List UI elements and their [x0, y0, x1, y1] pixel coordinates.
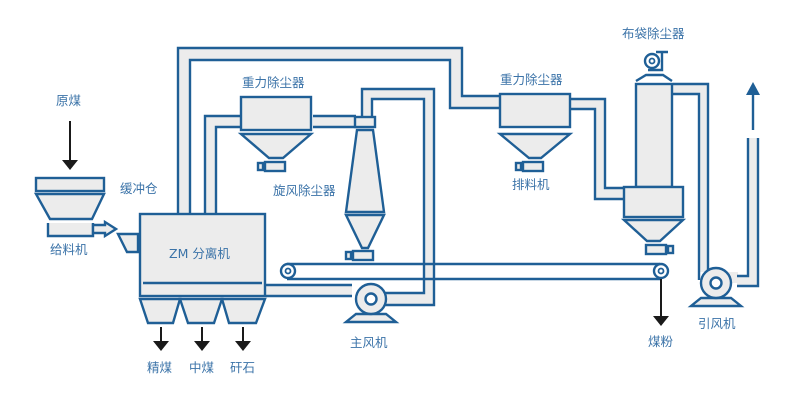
gravity-collector-1 [237, 95, 315, 173]
exhaust-arrow [746, 82, 760, 130]
feeder [46, 219, 119, 239]
gravity-collector-2-label: 重力除尘器 [500, 72, 563, 87]
induced-fan-label: 引风机 [698, 316, 736, 331]
pipe-cyclone-to-main-fan [360, 87, 436, 307]
induced-fan [687, 266, 745, 308]
pipe-gravity1-to-cyclone [313, 114, 356, 129]
raw-coal-label: 原煤 [56, 93, 82, 108]
gravity-collector-2 [496, 92, 574, 173]
bag-filter-label: 布袋除尘器 [622, 26, 685, 41]
main-return-pipe [176, 46, 500, 215]
main-fan [342, 282, 400, 324]
clean-coal-label: 精煤 [147, 360, 173, 375]
coal-powder-label: 煤粉 [648, 334, 674, 349]
raw-coal-arrow [62, 121, 78, 170]
middlings-label: 中煤 [189, 360, 215, 375]
output-arrows [153, 327, 251, 351]
main-fan-label: 主风机 [350, 335, 388, 350]
coal-powder-arrow [653, 279, 669, 326]
conveyor-belt [279, 262, 670, 281]
exhaust-stack-pipe [737, 138, 760, 288]
cyclone-collector-label: 旋风除尘器 [273, 183, 336, 198]
zm-separator-label: ZM 分离机 [169, 246, 230, 261]
cyclone-collector [344, 115, 386, 262]
pipe-bag-filter-to-induced-fan [673, 82, 738, 283]
bag-filter [620, 50, 687, 256]
pipe-zm-to-main-fan [266, 283, 352, 298]
buffer-bin [33, 176, 106, 221]
feed-chute [116, 232, 140, 254]
zm-separator [138, 212, 267, 325]
buffer-bin-label: 缓冲仓 [120, 181, 158, 196]
discharger-label: 排料机 [512, 177, 550, 192]
feeder-label: 给料机 [50, 242, 88, 257]
pipe-gravity2-to-bag-filter [571, 97, 624, 201]
gangue-label: 矸石 [230, 360, 255, 375]
gravity-collector-1-label: 重力除尘器 [242, 75, 305, 90]
pipe-to-gravity-collector-1 [203, 114, 241, 215]
